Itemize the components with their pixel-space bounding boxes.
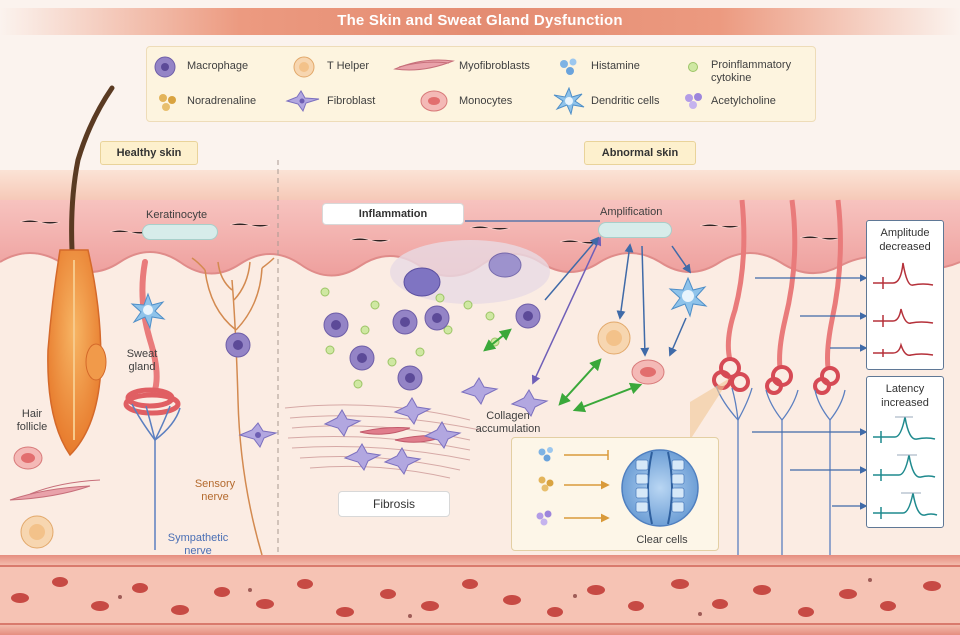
title-bar <box>0 8 960 35</box>
keratinocyte-cell <box>142 224 218 240</box>
latency-increased-box: Latency increased <box>866 376 944 528</box>
noradrenaline-icon <box>159 94 176 111</box>
nerve-output-arrows <box>752 274 868 510</box>
myofibroblast-icon <box>393 59 455 71</box>
t-helper-icon <box>293 56 315 78</box>
amplification-cell <box>598 222 672 238</box>
legend-label-monocytes: Monocytes <box>459 95 513 107</box>
red-blood-cells <box>11 577 941 617</box>
myofibroblast-healthy <box>9 479 101 501</box>
epidermis <box>0 200 960 276</box>
sympathetic-nerve-label: Sympathetic nerve <box>167 532 229 557</box>
legend-label-noradrenaline: Noradrenaline <box>187 95 257 107</box>
monocyte-healthy <box>13 446 43 470</box>
amplitude-traces <box>873 262 934 357</box>
inflammation-cluster <box>403 252 522 297</box>
macrophage-icon <box>154 56 176 78</box>
healthy-skin-tag: Healthy skin <box>100 141 198 165</box>
t-helper-abnormal <box>597 321 631 355</box>
sensory-nerve-healthy <box>191 257 275 556</box>
t-helper-healthy <box>20 515 54 549</box>
abnormal-skin-tag: Abnormal skin <box>584 141 696 165</box>
collagen-accumulation-label: Collagen accumulation <box>475 410 541 435</box>
sweat-gland-duct-healthy <box>139 259 160 393</box>
hair-shaft <box>69 85 115 253</box>
hair-follicle-label: Hair follicle <box>16 408 48 433</box>
cytokine-icon <box>688 62 698 72</box>
legend-label-myofibroblasts: Myofibroblasts <box>459 60 530 72</box>
amplification-label: Amplification <box>600 206 663 218</box>
sweat-gland-abnormal-3 <box>813 199 846 555</box>
latency-increased-label: Latency increased <box>881 383 929 409</box>
acetylcholine-icon <box>685 93 702 109</box>
monocyte-abnormal <box>631 359 665 385</box>
sweat-gland-coil-healthy <box>123 387 181 416</box>
histamine-icon <box>560 58 577 75</box>
legend-label-fibroblast: Fibroblast <box>327 95 376 107</box>
cytokine-dots <box>320 287 500 389</box>
monocyte-icon <box>420 90 448 112</box>
dendritic-cell-abnormal <box>668 276 708 318</box>
clear-cells-inset: Clear cells <box>511 437 719 551</box>
dendritic-cell-icon <box>553 87 585 115</box>
legend-label-macrophage: Macrophage <box>187 60 249 72</box>
inflammation-label: Inflammation <box>322 203 464 225</box>
legend-label-histamine: Histamine <box>591 60 640 72</box>
sweat-gland-label: Sweat gland <box>126 348 158 373</box>
page-title: The Skin and Sweat Gland Dysfunction <box>337 12 623 29</box>
macrophage-healthy <box>225 332 251 358</box>
dendritic-cell-healthy <box>130 292 166 330</box>
legend-label-t-helper: T Helper <box>327 60 369 72</box>
sensory-nerve-label: Sensory nerve <box>194 478 236 503</box>
clear-cells-label: Clear cells <box>636 534 688 546</box>
latency-traces <box>873 416 938 519</box>
keratinocyte-label: Keratinocyte <box>146 209 208 221</box>
sweat-gland-abnormal-1 <box>712 199 753 555</box>
legend: Macrophage T Helper Myofibroblasts Hista… <box>146 46 816 122</box>
sympathetic-nerve-healthy <box>131 403 181 550</box>
blood-vessel <box>0 555 960 635</box>
fibrosis-label: Fibrosis <box>338 491 450 517</box>
fibroblast-icon <box>285 90 320 113</box>
amplitude-decreased-label: Amplitude decreased <box>879 227 931 253</box>
legend-label-dendritic-cells: Dendritic cells <box>591 95 660 107</box>
interaction-arrows <box>465 220 692 413</box>
skin-surface <box>0 170 960 200</box>
legend-label-acetylcholine: Acetylcholine <box>711 95 776 107</box>
clear-cells-illustration <box>621 449 699 527</box>
amplitude-decreased-box: Amplitude decreased <box>866 220 944 370</box>
legend-label-cytokine: Proinflammatory cytokine <box>711 59 792 84</box>
fibroblast-group <box>323 377 549 475</box>
fibroblast-healthy <box>238 422 278 448</box>
sweat-gland-abnormal-2 <box>765 199 799 555</box>
